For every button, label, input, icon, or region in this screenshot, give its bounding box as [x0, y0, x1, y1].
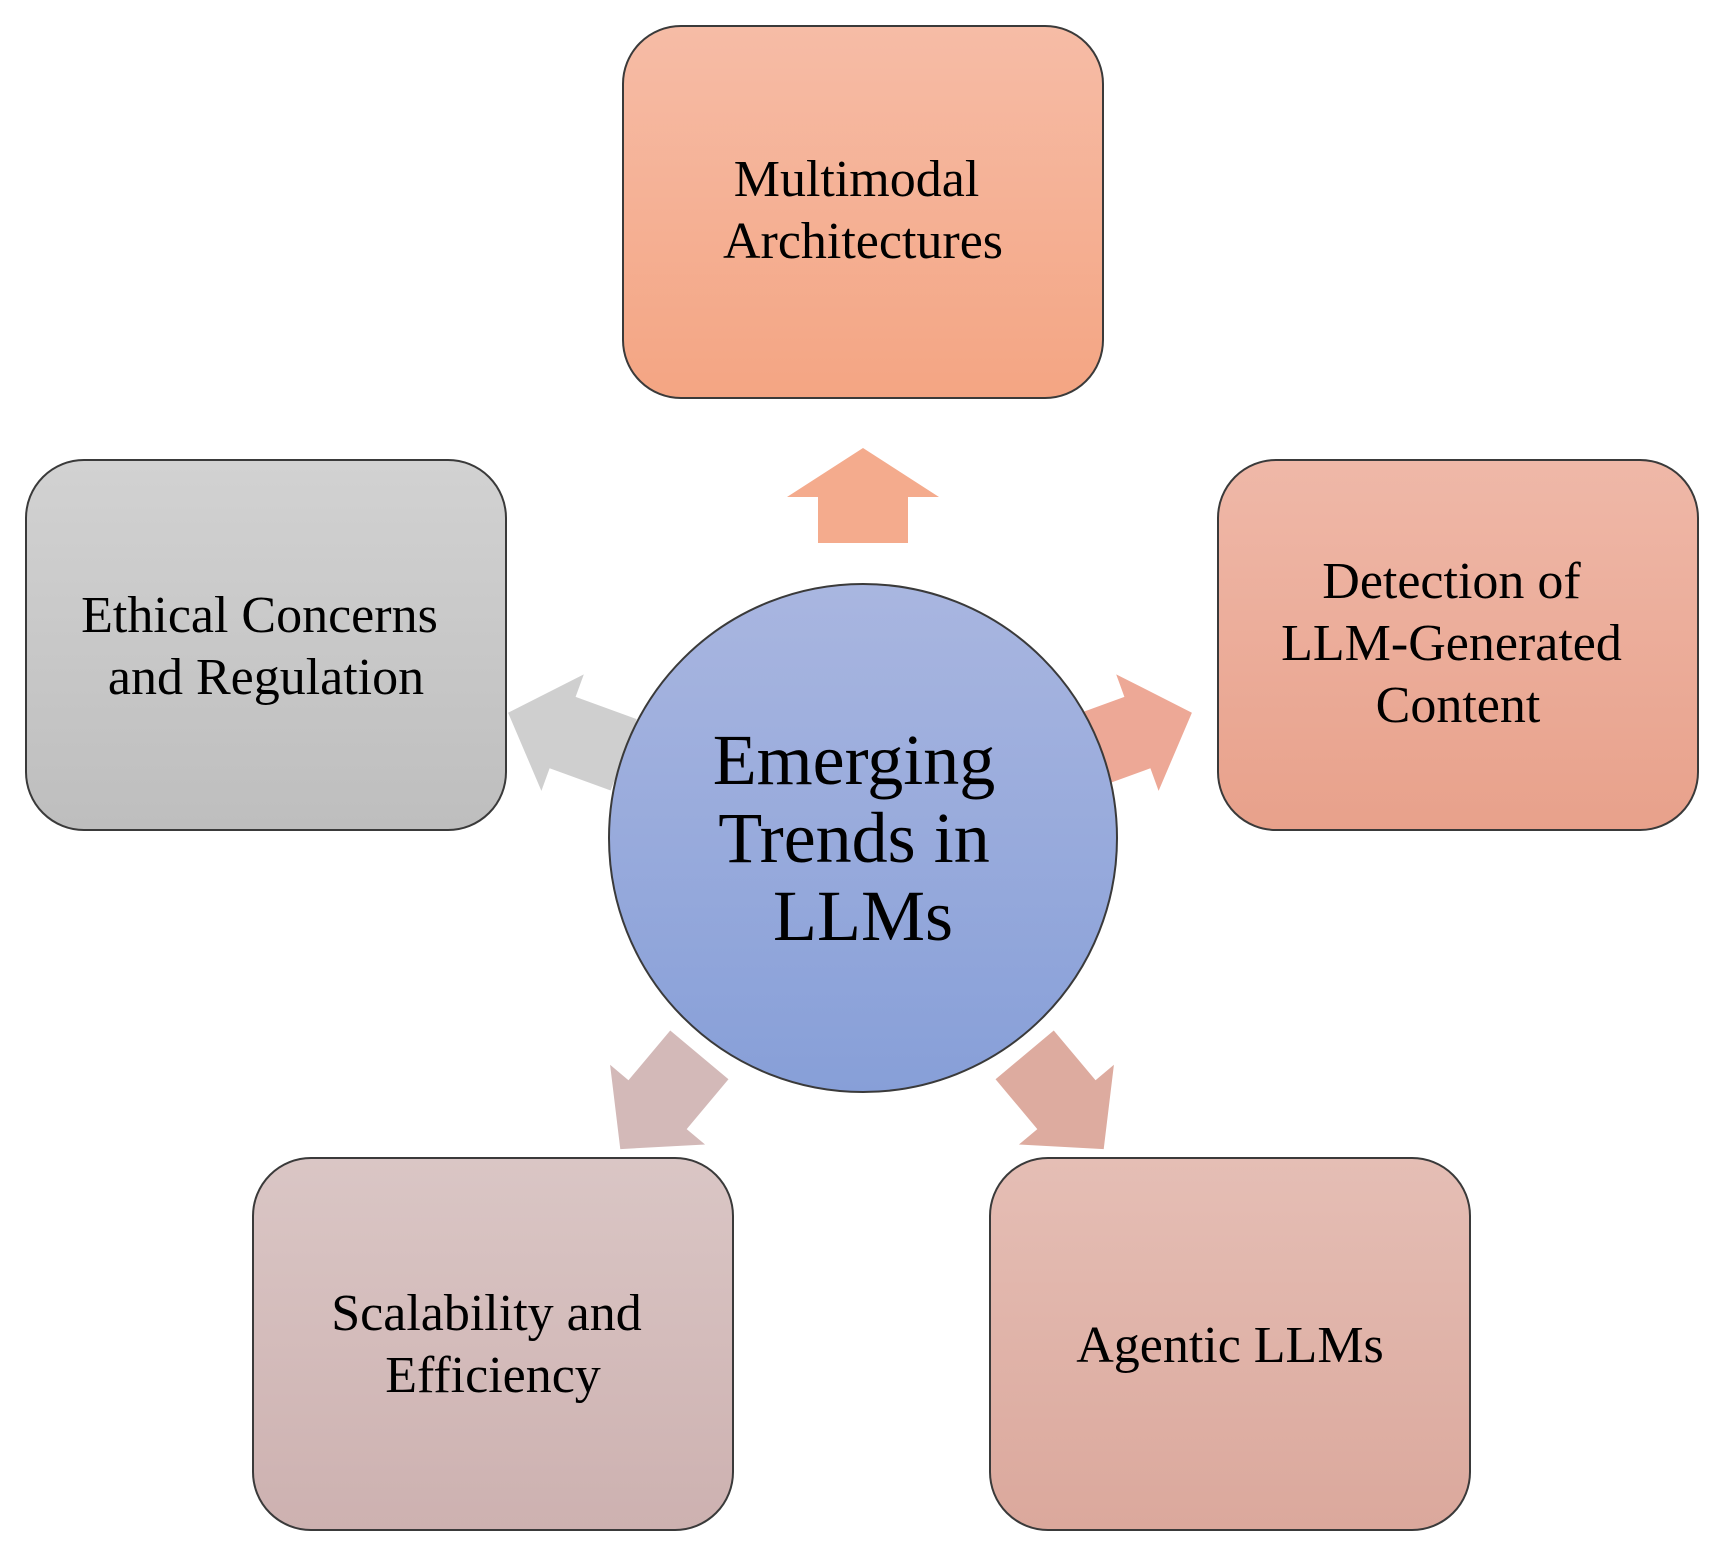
- node-ethical: Ethical Concerns and Regulation: [25, 459, 507, 831]
- node-scalability: Scalability and Efficiency: [252, 1157, 734, 1531]
- center-line-3: LLMs: [773, 876, 953, 956]
- node-ethical-line-1: Ethical Concerns: [81, 587, 438, 644]
- center-line-1: Emerging: [713, 720, 996, 800]
- node-agentic: Agentic LLMs: [989, 1157, 1471, 1531]
- svg-text:Ethical Concerns and Reg: Ethical Concerns and Regulation: [81, 587, 451, 706]
- node-agentic-line-1: Agentic LLMs: [1076, 1317, 1384, 1374]
- node-multimodal-line-2: Architectures: [723, 213, 1003, 270]
- node-detection-line-3: Content: [1376, 677, 1541, 734]
- arrow-to-ethical: [508, 674, 637, 791]
- node-multimodal: Multimodal Architectures: [622, 25, 1104, 399]
- svg-text:Emerging Trends in: Emerging Trends in LLMs: [713, 720, 1014, 956]
- node-multimodal-line-1: Multimodal: [734, 151, 980, 208]
- svg-text:Detection of LLM-Generat: Detection of LLM-Generated Content: [1281, 553, 1635, 734]
- arrow-to-agentic: [995, 1030, 1114, 1150]
- arrow-to-scalability: [610, 1030, 729, 1150]
- svg-text:Scalability and Efficien: Scalability and Efficiency: [331, 1285, 654, 1404]
- center-line-2: Trends in: [718, 798, 989, 878]
- node-scalability-line-1: Scalability and: [331, 1285, 641, 1342]
- center-node: Emerging Trends in LLMs: [608, 583, 1118, 1093]
- svg-text:Agentic LLMs: Agentic LLMs: [1076, 1317, 1384, 1374]
- node-scalability-line-2: Efficiency: [385, 1347, 601, 1404]
- node-detection: Detection of LLM-Generated Content: [1217, 459, 1699, 831]
- node-ethical-line-2: and Regulation: [108, 649, 424, 706]
- svg-text:Multimodal Architectures: Multimodal Architectures: [723, 151, 1003, 270]
- node-detection-line-2: LLM-Generated: [1281, 615, 1622, 672]
- node-detection-line-1: Detection of: [1322, 553, 1581, 610]
- arrow-to-multimodal: [787, 448, 939, 543]
